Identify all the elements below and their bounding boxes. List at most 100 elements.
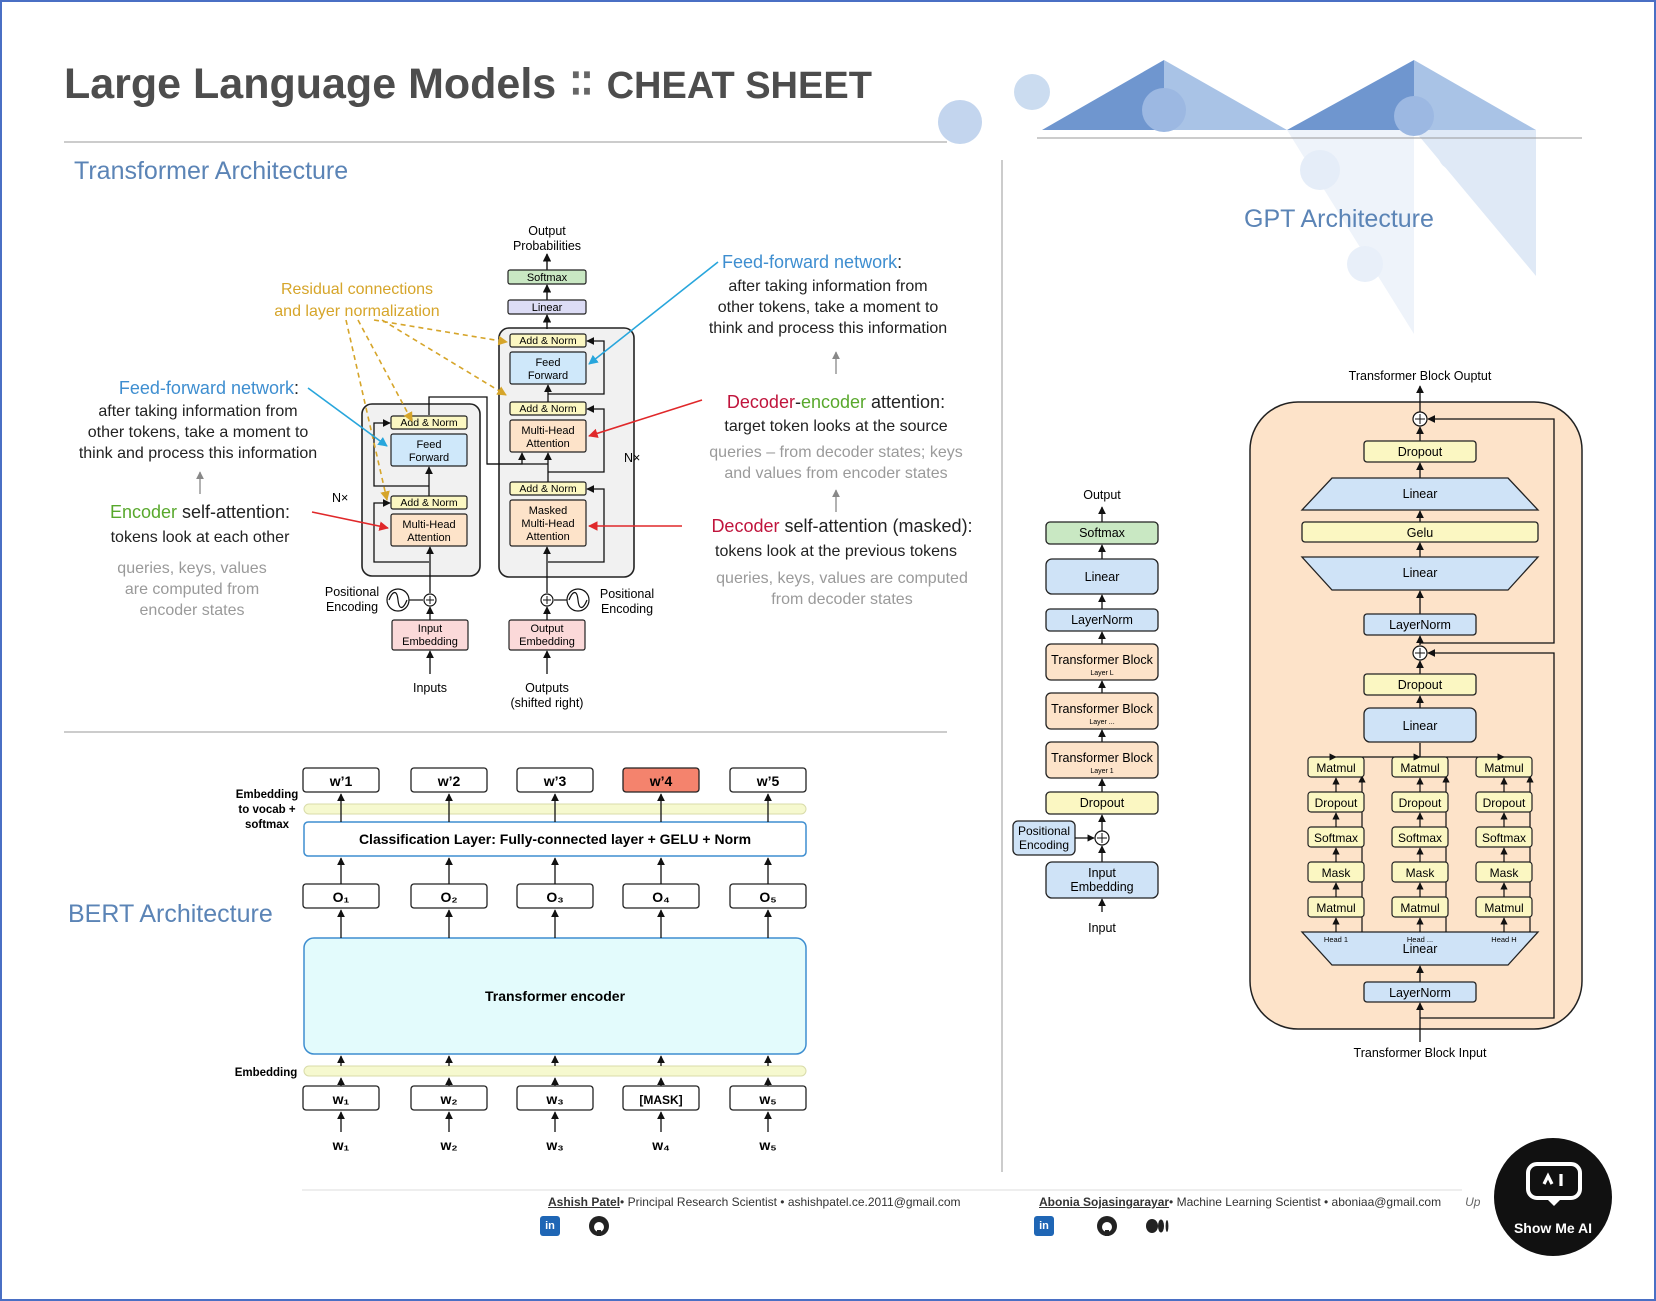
show-me-ai-logo[interactable]: Show Me AI [1494, 1138, 1612, 1256]
bert-output-token: w’3 [543, 773, 567, 789]
dropout-label: Dropout [1398, 445, 1443, 459]
transformer-block-layer-l [1045, 643, 1159, 681]
gpt-output-label: Output [1083, 488, 1121, 502]
head-label: Head ... [1407, 935, 1433, 944]
add-norm-label: Add & Norm [519, 483, 576, 495]
transformer-block-label: Transformer Block [1051, 702, 1153, 716]
gpt-linear-label: Linear [1085, 570, 1120, 584]
add-norm-label: Add & Norm [519, 403, 576, 415]
linkedin-icon[interactable]: in [1034, 1216, 1054, 1236]
github-icon[interactable] [1096, 1215, 1118, 1237]
layer-label: Layer ... [1089, 719, 1114, 726]
annotation-encoder: Encoder self-attention: [110, 502, 290, 522]
annotation-decoder-encoder: Decoder-encoder attention: [727, 392, 945, 412]
encoder-self-attention [390, 513, 468, 547]
attention-dropout-label: Dropout [1483, 796, 1526, 810]
transformer-block-label: Transformer Block [1051, 751, 1153, 765]
author-2-tail: Up [1465, 1195, 1481, 1209]
linkedin-icon[interactable]: in [540, 1216, 560, 1236]
gpt-softmax-block [1045, 521, 1159, 545]
attention-matmul-block [1475, 756, 1533, 778]
block-layernorm-bottom [1363, 981, 1477, 1003]
gpt-overview-diagram: Output Softmax Linear LayerNorm Transfor… [1012, 488, 1159, 935]
page-title: Large Language Models∶∶CHEAT SHEET [64, 60, 872, 108]
qkv-linear [1300, 931, 1540, 966]
dropout-label: Dropout [1398, 678, 1443, 692]
gpt-softmax-label: Softmax [1079, 526, 1126, 540]
head-label: Head 1 [1324, 935, 1348, 944]
attention-matmul-block [1307, 756, 1365, 778]
layernorm-label: LayerNorm [1389, 986, 1451, 1000]
attention-softmax-label: Softmax [1482, 831, 1526, 845]
attention-matmul-label: Matmul [1400, 901, 1439, 915]
attention-matmul-block [1391, 756, 1449, 778]
bert-output-token: w’1 [329, 773, 353, 789]
linear-label: Linear [532, 302, 563, 314]
encoder-stack [361, 403, 481, 577]
softmax-label: Softmax [527, 272, 568, 284]
layer-label: Layer 1 [1090, 768, 1113, 775]
encoder-nx-label: N× [332, 491, 348, 505]
block-input-label: Transformer Block Input [1354, 1046, 1487, 1060]
github-icon[interactable] [588, 1215, 610, 1237]
bert-input-token: [MASK] [639, 1093, 682, 1107]
transformer-block-layer-1 [1045, 741, 1159, 779]
bert-raw-token: w₁ [332, 1137, 350, 1153]
attention-output-linear [1363, 707, 1477, 743]
author-1-name[interactable]: Ashish Patel [548, 1195, 621, 1209]
decoder-cross-attention [509, 419, 587, 453]
block-output-label: Transformer Block Ouptut [1349, 369, 1492, 383]
add-norm-label: Add & Norm [400, 497, 457, 509]
bert-output-token-box [622, 767, 700, 793]
decoder-feed-forward [509, 351, 587, 385]
section-title-gpt: GPT Architecture [1244, 205, 1434, 233]
bert-output-token-box [302, 767, 380, 793]
robot-icon [1526, 1162, 1582, 1206]
transformer-encoder-label: Transformer encoder [485, 988, 626, 1004]
bert-hidden-output: O₂ [440, 889, 457, 905]
annotation-ffn-left: Feed-forward network: [119, 378, 299, 398]
block-dropout-mid [1363, 673, 1477, 696]
author-1: Ashish Patel• Principal Research Scienti… [548, 1195, 961, 1209]
annotation-encoder-line: tokens look at each other [111, 529, 290, 546]
attention-mask-label: Mask [1322, 866, 1352, 880]
gpt-dropout-block [1045, 791, 1159, 815]
section-title-transformer: Transformer Architecture [74, 157, 348, 185]
mlp-linear-expand [1300, 477, 1540, 511]
decoder-nx-label: N× [624, 451, 640, 465]
author-2-name[interactable]: Abonia Sojasingarayar [1039, 1195, 1170, 1209]
attention-dropout-label: Dropout [1315, 796, 1358, 810]
author-2: Abonia Sojasingarayar• Machine Learning … [1039, 1195, 1480, 1209]
bert-raw-token: w₂ [439, 1137, 457, 1153]
medium-icon[interactable] [1146, 1218, 1170, 1234]
linear-label: Linear [1403, 566, 1438, 580]
bert-raw-token: w₄ [651, 1137, 670, 1153]
layernorm-label: LayerNorm [1389, 618, 1451, 632]
gpt-input-label: Input [1088, 921, 1116, 935]
gpt-layernorm-block [1045, 608, 1159, 632]
bert-output-token-box [729, 767, 807, 793]
bert-hidden-output: O₃ [546, 889, 563, 905]
decoder-add-norm-3 [509, 333, 587, 348]
bert-input-token: w₅ [758, 1091, 776, 1107]
attention-softmax-label: Softmax [1314, 831, 1358, 845]
attention-matmul-label: Matmul [1484, 761, 1523, 775]
bert-raw-token: w₅ [758, 1137, 776, 1153]
input-embedding-bar [303, 1065, 807, 1077]
linear-label: Linear [1403, 487, 1438, 501]
add-norm-label: Add & Norm [519, 335, 576, 347]
